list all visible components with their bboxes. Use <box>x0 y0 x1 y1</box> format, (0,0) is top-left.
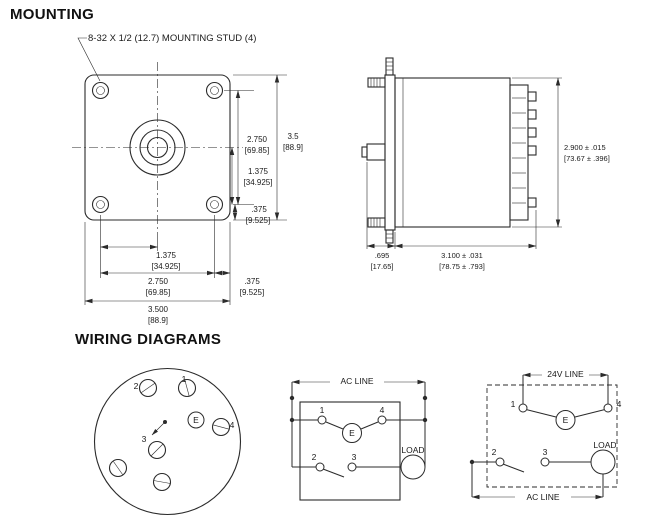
terminal-4-label: 4 <box>380 405 385 415</box>
dim-body-height-in: 2.900 ± .015 <box>564 143 606 152</box>
terminal-3-label: 3 <box>142 434 147 444</box>
terminal-4-label: 4 <box>230 420 235 430</box>
mounting-studs <box>91 81 224 214</box>
dim-edge-stud-v-in: .375 <box>251 205 267 214</box>
terminal-3 <box>540 457 550 467</box>
terminal-1 <box>317 415 327 425</box>
dimensions-right: 2.750 [69.85] 3.5 [88.9] 1.375 [34.925] … <box>224 74 303 225</box>
wiring-diagram-24v: 24V LINE AC LINE 1 <box>469 369 622 502</box>
back-view-drawing: E 1 2 3 4 <box>93 367 242 516</box>
dim-width-in: 3.500 <box>148 305 169 314</box>
terminal-1-label: 1 <box>511 399 516 409</box>
dim-edge-stud-h-in: .375 <box>244 277 260 286</box>
motor-e <box>555 410 576 430</box>
motor-e-label: E <box>563 415 569 425</box>
wiring-diagram-ac: AC LINE 1 4 2 3 <box>289 376 428 501</box>
dim-center-stud-in: 1.375 <box>248 167 269 176</box>
front-panel <box>384 57 396 244</box>
front-view-drawing: 8-32 X 1/2 (12.7) MOUNTING STUD (4) 2.75… <box>72 33 303 325</box>
unit-box <box>299 401 401 501</box>
terminal-3 <box>347 462 357 472</box>
24v-line-dimension: 24V LINE <box>522 369 609 379</box>
terminal-4 <box>603 403 613 413</box>
case-screws <box>108 378 231 492</box>
case-outline <box>93 367 242 516</box>
side-view-drawing: 2.900 ± .015 [73.67 ± .396] .695 [17.65]… <box>361 57 610 271</box>
terminal-e-label: E <box>193 415 199 425</box>
body-side <box>394 77 511 228</box>
load-label: LOAD <box>401 445 424 455</box>
terminal-1-label: 1 <box>182 374 187 384</box>
terminal-1 <box>518 403 528 413</box>
dim-stud-spacing-v-in: 2.750 <box>247 135 268 144</box>
motor-e <box>342 423 362 443</box>
dim-body-depth-in: 3.100 ± .031 <box>441 251 483 260</box>
terminal-3-label: 3 <box>352 452 357 462</box>
terminal-1-label: 1 <box>320 405 325 415</box>
load <box>590 449 616 475</box>
centerlines <box>72 62 243 233</box>
dim-shaft-depth-mm: [17.65] <box>371 262 394 271</box>
terminal-e: E <box>187 411 205 429</box>
terminal-2-label: 2 <box>492 447 497 457</box>
dim-shaft-depth-in: .695 <box>375 251 390 260</box>
terminal-2-label: 2 <box>312 452 317 462</box>
circuit-wires <box>289 382 428 478</box>
shaft-side <box>361 143 386 161</box>
dim-body-height-mm: [73.67 ± .396] <box>564 154 610 163</box>
dim-stud-spacing-v-mm: [69.85] <box>245 146 269 155</box>
mounting-section-heading: MOUNTING <box>10 6 95 23</box>
terminal-4-label: 4 <box>617 399 622 409</box>
mounting-studs-side <box>367 77 386 228</box>
side-dimensions: 2.900 ± .015 [73.67 ± .396] .695 [17.65]… <box>366 77 610 271</box>
stud-note-label: 8-32 X 1/2 (12.7) MOUNTING STUD (4) <box>88 33 256 44</box>
dim-body-depth-mm: [78.75 ± .793] <box>439 262 485 271</box>
dim-stud-spacing-h-mm: [69.85] <box>146 288 170 297</box>
dim-edge-stud-v-mm: [9.525] <box>246 216 270 225</box>
24v-line-label: 24V LINE <box>547 369 584 379</box>
ac-line-dimension: AC LINE <box>291 376 426 386</box>
dim-stud-center-h-in: 1.375 <box>156 251 177 260</box>
load <box>400 454 426 480</box>
terminal-2-label: 2 <box>134 381 139 391</box>
terminals <box>315 415 426 480</box>
dim-edge-stud-h-mm: [9.525] <box>240 288 264 297</box>
dim-height-mm: [88.9] <box>283 143 303 152</box>
ac-line-dimension-bottom: AC LINE <box>471 492 604 502</box>
dim-stud-center-h-mm: [34.925] <box>152 262 181 271</box>
dim-stud-spacing-h-in: 2.750 <box>148 277 169 286</box>
dim-center-stud-mm: [34.925] <box>244 178 273 187</box>
load-label: LOAD <box>593 440 616 450</box>
wiper-arrow <box>151 420 167 436</box>
ac-line-label: AC LINE <box>526 492 559 502</box>
terminal-2 <box>495 457 505 467</box>
ac-line-label: AC LINE <box>340 376 373 386</box>
wiring-section-heading: WIRING DIAGRAMS <box>75 331 222 348</box>
stud-note: 8-32 X 1/2 (12.7) MOUNTING STUD (4) <box>77 33 256 82</box>
dim-width-mm: [88.9] <box>148 316 168 325</box>
terminal-block-side <box>509 84 537 221</box>
terminal-3-label: 3 <box>543 447 548 457</box>
dim-height-in: 3.5 <box>287 132 299 141</box>
shaft-hub <box>129 119 186 176</box>
circuit-wires <box>469 375 609 497</box>
dimensions-bottom: 1.375 [34.925] 2.750 [69.85] .375 [9.525… <box>84 215 264 325</box>
unit-box-dashed <box>486 384 618 488</box>
terminals <box>495 403 616 475</box>
terminal-4 <box>377 415 387 425</box>
motor-e-label: E <box>349 428 355 438</box>
terminal-2 <box>315 462 325 472</box>
